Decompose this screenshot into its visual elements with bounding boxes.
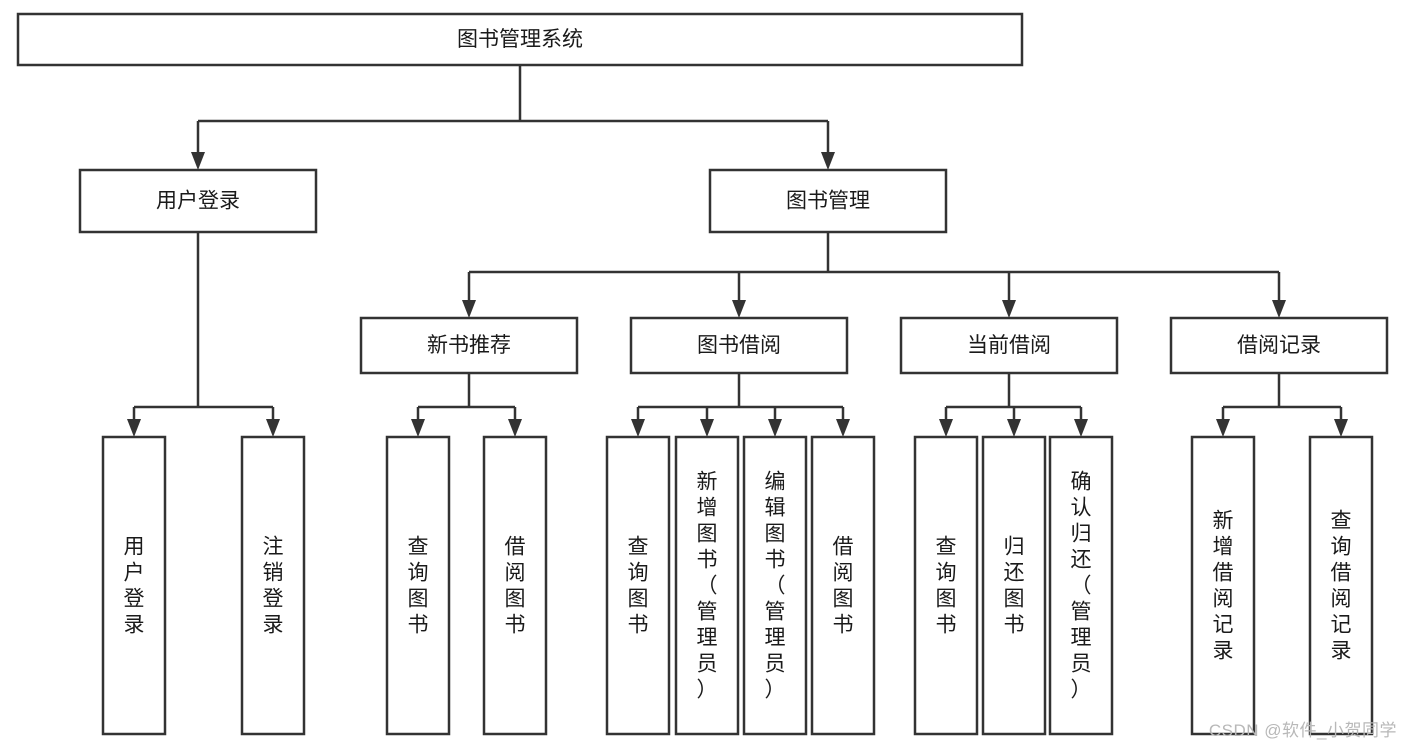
node-label-book-manage: 图书管理: [786, 190, 870, 213]
node-label-leaf-query-record: 查询借阅记录: [1331, 510, 1352, 663]
node-leaf-query-book-2[interactable]: 查询图书: [605, 435, 671, 736]
node-leaf-query-record[interactable]: 查询借阅记录: [1308, 435, 1374, 736]
node-box-leaf-confirm-return: [1048, 435, 1114, 736]
node-box-leaf-query-book-2: [605, 435, 671, 736]
bookmanage-to-current-borrow-head: [1002, 300, 1016, 318]
node-label-current-borrow: 当前借阅: [967, 334, 1051, 357]
node-label-leaf-query-book-1: 查询图书: [408, 536, 429, 637]
book-borrow-to-leaf-query-book-2-head: [631, 419, 645, 437]
node-label-leaf-return-book: 归还图书: [1004, 536, 1025, 637]
node-layer: 图书管理系统用户登录图书管理新书推荐图书借阅当前借阅借阅记录用户登录注销登录查询…: [16, 12, 1389, 736]
book-borrow-to-leaf-edit-book-head: [768, 419, 782, 437]
node-box-leaf-add-book: [674, 435, 740, 736]
node-root[interactable]: 图书管理系统: [16, 12, 1024, 67]
node-label-leaf-query-book-3: 查询图书: [936, 536, 957, 637]
node-leaf-user-login[interactable]: 用户登录: [101, 435, 167, 736]
current-borrow-to-leaf-query-book-3-head: [939, 419, 953, 437]
node-book-manage[interactable]: 图书管理: [708, 168, 948, 234]
node-current-borrow[interactable]: 当前借阅: [899, 316, 1119, 375]
node-borrow-record[interactable]: 借阅记录: [1169, 316, 1389, 375]
bookmanage-to-borrow-record-head: [1272, 300, 1286, 318]
node-label-leaf-borrow-book-1: 借阅图书: [505, 536, 526, 637]
node-label-user-login: 用户登录: [156, 190, 240, 213]
node-box-leaf-borrow-book-1: [482, 435, 548, 736]
node-label-leaf-user-login: 用户登录: [124, 536, 145, 637]
node-label-leaf-query-book-2: 查询图书: [628, 536, 649, 637]
new-book-rec-to-leaf-query-book-1-head: [411, 419, 425, 437]
node-box-leaf-query-record: [1308, 435, 1374, 736]
node-label-book-borrow: 图书借阅: [697, 334, 781, 357]
node-book-borrow[interactable]: 图书借阅: [629, 316, 849, 375]
node-label-leaf-edit-book: 编辑图书（管理员）: [765, 471, 786, 702]
node-label-leaf-confirm-return: 确认归还（管理员）: [1071, 471, 1092, 702]
node-label-leaf-add-record: 新增借阅记录: [1213, 510, 1234, 663]
bookmanage-to-new-book-rec-head: [462, 300, 476, 318]
node-box-leaf-user-logout: [240, 435, 306, 736]
new-book-rec-to-leaf-borrow-book-1-head: [508, 419, 522, 437]
borrow-record-to-leaf-query-record-head: [1334, 419, 1348, 437]
node-box-leaf-user-login: [101, 435, 167, 736]
node-box-leaf-add-record: [1190, 435, 1256, 736]
node-leaf-user-logout[interactable]: 注销登录: [240, 435, 306, 736]
bookmanage-to-book-borrow-head: [732, 300, 746, 318]
current-borrow-to-leaf-confirm-return-head: [1074, 419, 1088, 437]
node-box-leaf-edit-book: [742, 435, 808, 736]
connector-layer: [127, 65, 1348, 437]
node-leaf-query-book-3[interactable]: 查询图书: [913, 435, 979, 736]
node-leaf-return-book[interactable]: 归还图书: [981, 435, 1047, 736]
node-box-leaf-query-book-3: [913, 435, 979, 736]
node-label-leaf-user-logout: 注销登录: [263, 536, 284, 637]
node-box-root: [16, 12, 1024, 67]
book-borrow-to-leaf-borrow-book-2-head: [836, 419, 850, 437]
node-label-leaf-borrow-book-2: 借阅图书: [833, 536, 854, 637]
node-label-root: 图书管理系统: [457, 28, 583, 51]
user-login-to-leaf-user-logout-head: [266, 419, 280, 437]
node-leaf-add-record[interactable]: 新增借阅记录: [1190, 435, 1256, 736]
node-user-login[interactable]: 用户登录: [78, 168, 318, 234]
root-to-book-manage-head: [821, 152, 835, 170]
node-leaf-borrow-book-2[interactable]: 借阅图书: [810, 435, 876, 736]
node-box-book-manage: [708, 168, 948, 234]
node-leaf-borrow-book-1[interactable]: 借阅图书: [482, 435, 548, 736]
node-leaf-query-book-1[interactable]: 查询图书: [385, 435, 451, 736]
borrow-record-to-leaf-add-record-head: [1216, 419, 1230, 437]
node-box-leaf-return-book: [981, 435, 1047, 736]
node-new-book-rec[interactable]: 新书推荐: [359, 316, 579, 375]
node-leaf-confirm-return[interactable]: 确认归还（管理员）: [1048, 435, 1114, 736]
node-leaf-add-book[interactable]: 新增图书（管理员）: [674, 435, 740, 736]
current-borrow-to-leaf-return-book-head: [1007, 419, 1021, 437]
book-borrow-to-leaf-add-book-head: [700, 419, 714, 437]
node-leaf-edit-book[interactable]: 编辑图书（管理员）: [742, 435, 808, 736]
node-box-book-borrow: [629, 316, 849, 375]
node-box-user-login: [78, 168, 318, 234]
user-login-to-leaf-user-login-head: [127, 419, 141, 437]
node-box-new-book-rec: [359, 316, 579, 375]
node-box-current-borrow: [899, 316, 1119, 375]
root-to-user-login-head: [191, 152, 205, 170]
watermark-text: CSDN @软件_小贺同学: [1208, 721, 1397, 740]
node-label-leaf-add-book: 新增图书（管理员）: [697, 471, 718, 702]
node-box-leaf-borrow-book-2: [810, 435, 876, 736]
node-box-leaf-query-book-1: [385, 435, 451, 736]
node-label-borrow-record: 借阅记录: [1237, 334, 1321, 357]
node-label-new-book-rec: 新书推荐: [427, 334, 511, 357]
node-box-borrow-record: [1169, 316, 1389, 375]
